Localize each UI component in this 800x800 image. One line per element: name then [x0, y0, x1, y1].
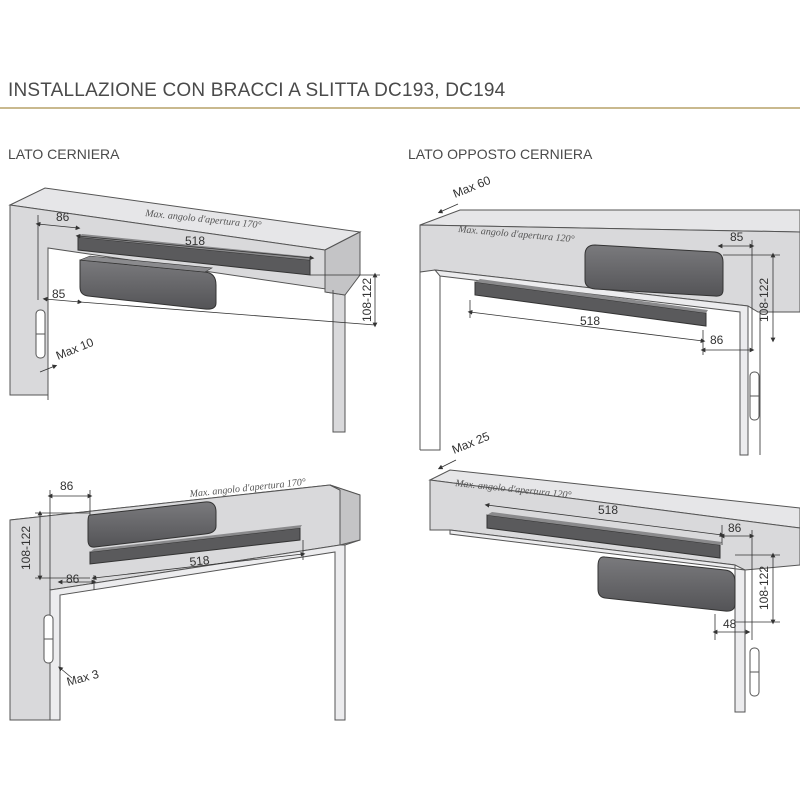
- door-closer-body: [584, 244, 724, 297]
- panel-top-left: Max. angolo d'apertura 170° 86 518 85 10…: [8, 187, 380, 433]
- dim-86: 86: [728, 521, 742, 535]
- dim-108-122: 108-122: [757, 278, 771, 322]
- dim-max-25: Max 25: [450, 429, 492, 457]
- dim-108-122: 108-122: [757, 566, 771, 610]
- hinge-icon: [749, 647, 760, 697]
- dim-518: 518: [598, 503, 618, 517]
- section-label-opposite-side: LATO OPPOSTO CERNIERA: [408, 146, 593, 162]
- dim-518: 518: [580, 314, 600, 328]
- panel-bottom-left: Max. angolo d'apertura 170° 86 108-122 8…: [9, 477, 361, 721]
- hinge-icon: [43, 614, 54, 664]
- dim-86: 86: [56, 210, 70, 224]
- section-label-hinge-side: LATO CERNIERA: [8, 146, 120, 162]
- title-underline: [0, 107, 800, 109]
- panel-bottom-right: Max. angolo d'apertura 120° Max 25 518 8…: [428, 429, 800, 713]
- panel-top-right: Max. angolo d'apertura 120° Max 60 85 10…: [419, 173, 800, 456]
- dim-86-top: 86: [60, 479, 74, 493]
- dim-518: 518: [185, 234, 205, 248]
- dim-max-3: Max 3: [65, 667, 101, 689]
- hinge-icon: [749, 371, 760, 421]
- dim-86: 86: [710, 333, 724, 347]
- dim-max-10: Max 10: [54, 335, 96, 363]
- dim-48: 48: [723, 617, 737, 631]
- door-closer-body: [87, 501, 217, 548]
- hinge-icon: [35, 309, 46, 359]
- door-closer-body: [597, 556, 736, 612]
- dim-85: 85: [52, 287, 66, 301]
- dim-518: 518: [189, 553, 211, 569]
- dim-85: 85: [730, 230, 744, 244]
- dim-108-122: 108-122: [19, 526, 33, 570]
- dim-max-60: Max 60: [451, 173, 493, 201]
- page-title: INSTALLAZIONE CON BRACCI A SLITTA DC193,…: [8, 80, 506, 101]
- dim-86-bottom: 86: [66, 572, 80, 586]
- dim-108-122: 108-122: [360, 278, 374, 322]
